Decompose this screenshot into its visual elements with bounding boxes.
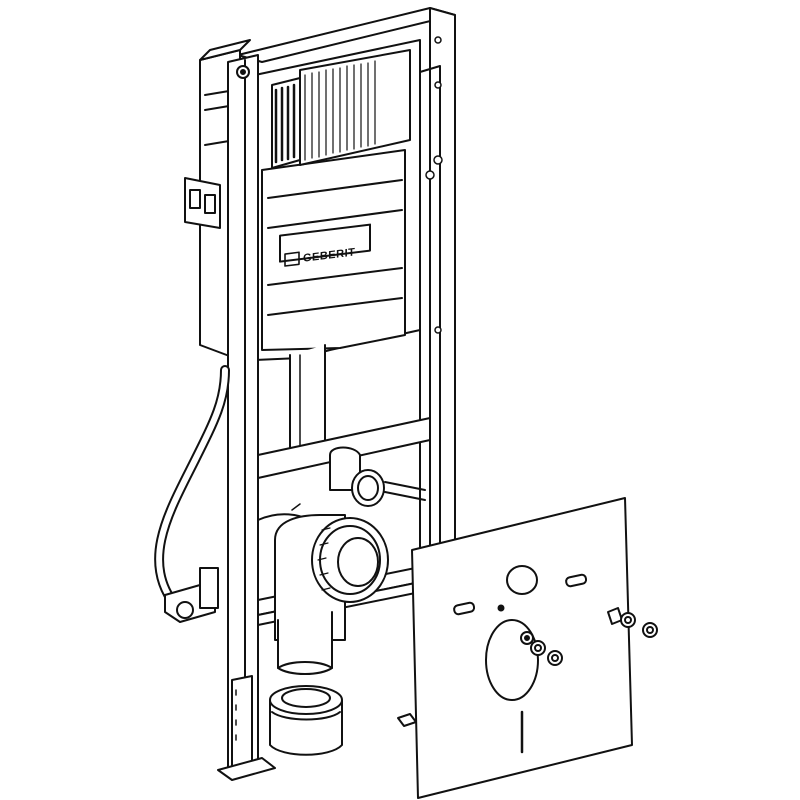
- floor-clip: [397, 713, 417, 727]
- frame-rear-structure: [237, 7, 456, 701]
- drain-connector: [274, 503, 389, 675]
- soundproofing-mat: [411, 497, 633, 799]
- supply-elbow: [329, 446, 426, 507]
- front-upright-left: [217, 54, 276, 781]
- flexible-hose: [154, 365, 230, 623]
- cistern-body: GEBERIT: [254, 39, 421, 451]
- pipe-sleeve: [269, 685, 343, 756]
- fixing-bolts: [530, 607, 658, 666]
